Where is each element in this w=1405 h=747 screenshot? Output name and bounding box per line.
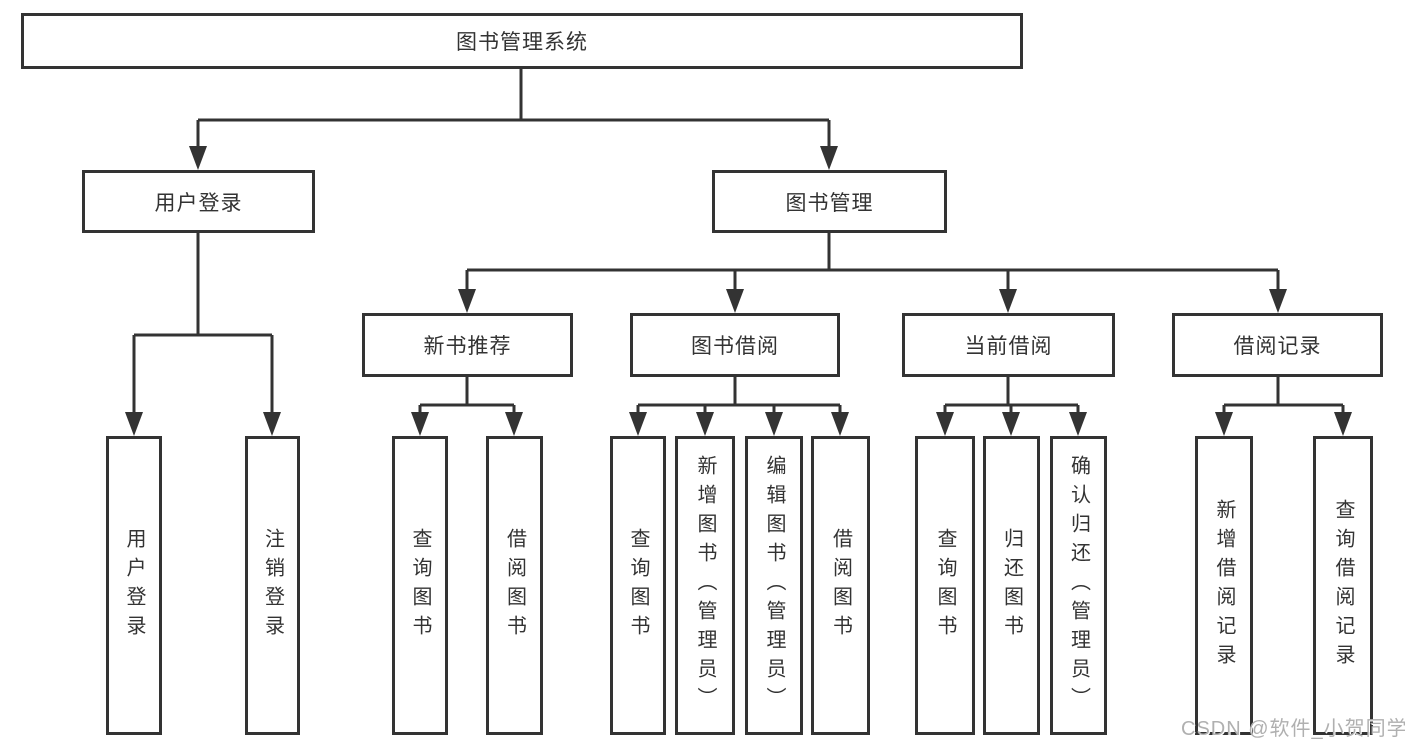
arrowhead xyxy=(1069,412,1087,436)
node-borrowing-records: 借阅记录 xyxy=(1172,313,1383,377)
node-book-borrowing: 图书借阅 xyxy=(630,313,840,377)
arrowhead xyxy=(765,412,783,436)
arrowhead xyxy=(1269,289,1287,313)
arrowhead xyxy=(458,289,476,313)
leaf-query-books-current: 查询图书 xyxy=(915,436,975,735)
leaf-borrow-books-borrowing: 借阅图书 xyxy=(811,436,870,735)
node-library-management-system: 图书管理系统 xyxy=(21,13,1023,69)
leaf-query-books-borrowing: 查询图书 xyxy=(610,436,666,735)
arrowhead xyxy=(1002,412,1020,436)
node-new-book-recommendation: 新书推荐 xyxy=(362,313,573,377)
leaf-query-borrow-record: 查询借阅记录 xyxy=(1313,436,1373,735)
arrowhead xyxy=(831,412,849,436)
arrowhead xyxy=(629,412,647,436)
leaf-confirm-return-admin: 确认归还（管理员） xyxy=(1050,436,1107,735)
node-current-borrowing: 当前借阅 xyxy=(902,313,1115,377)
arrowhead xyxy=(189,146,207,170)
arrowhead xyxy=(505,412,523,436)
csdn-watermark: CSDN @软件_小贺同学 xyxy=(1181,718,1405,740)
leaf-add-borrow-record: 新增借阅记录 xyxy=(1195,436,1253,735)
leaf-logout: 注销登录 xyxy=(245,436,300,735)
node-user-login-branch: 用户登录 xyxy=(82,170,315,233)
arrowhead xyxy=(125,412,143,436)
leaf-borrow-books-recommend: 借阅图书 xyxy=(486,436,543,735)
leaf-add-books-admin: 新增图书（管理员） xyxy=(675,436,735,735)
arrowhead xyxy=(263,412,281,436)
arrowhead xyxy=(999,289,1017,313)
leaf-query-books-recommend: 查询图书 xyxy=(392,436,448,735)
node-book-management-branch: 图书管理 xyxy=(712,170,947,233)
leaf-return-books: 归还图书 xyxy=(983,436,1040,735)
arrowhead xyxy=(1334,412,1352,436)
arrowhead xyxy=(1215,412,1233,436)
arrowhead xyxy=(936,412,954,436)
arrowhead xyxy=(411,412,429,436)
arrowhead xyxy=(820,146,838,170)
arrowhead xyxy=(696,412,714,436)
arrowhead xyxy=(726,289,744,313)
leaf-user-login: 用户登录 xyxy=(106,436,162,735)
leaf-edit-books-admin: 编辑图书（管理员） xyxy=(745,436,803,735)
